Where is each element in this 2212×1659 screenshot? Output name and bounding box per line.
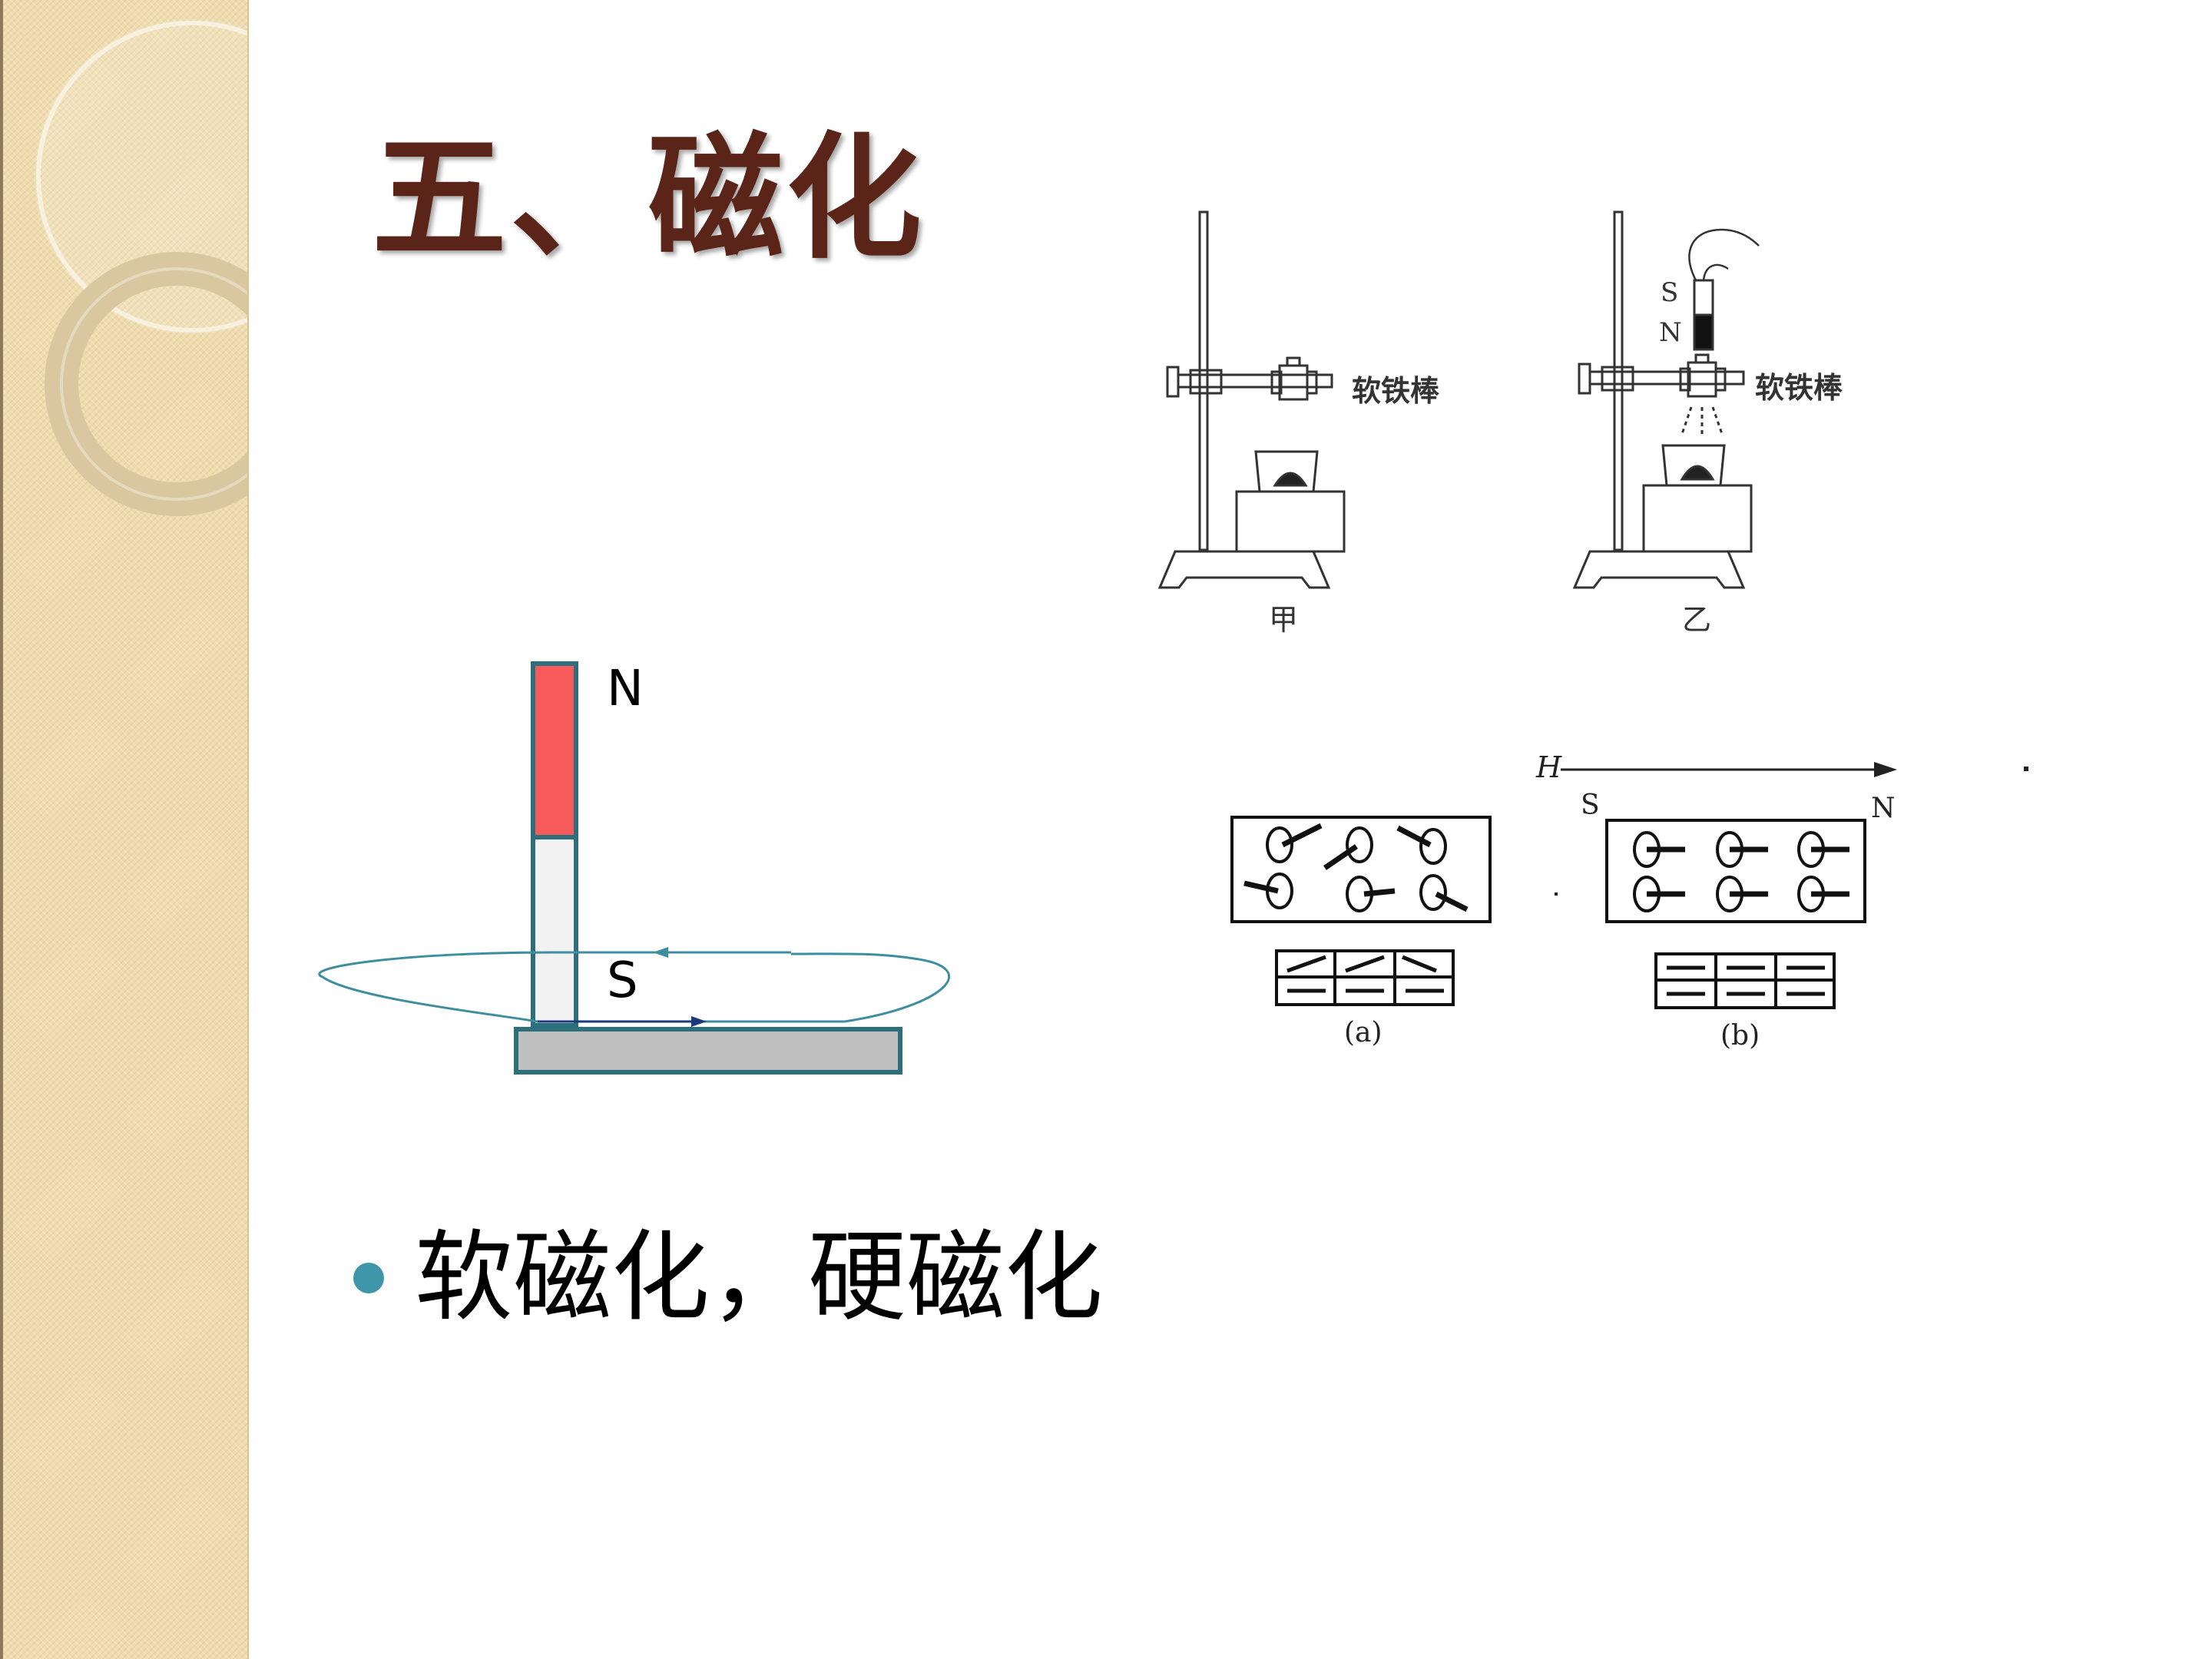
decorative-side-band xyxy=(0,0,249,1659)
magnet-s-label: S xyxy=(1661,277,1678,308)
domains-aligned xyxy=(1605,819,1866,1009)
decorative-rings xyxy=(35,19,247,516)
south-label: S xyxy=(607,952,638,1009)
bullet-dot xyxy=(353,1263,384,1293)
field-loop xyxy=(318,951,951,1023)
north-label: N xyxy=(607,661,644,717)
stand-left xyxy=(1157,210,1346,589)
caption-a: (a) xyxy=(1344,1017,1382,1048)
bullet-text: 软磁化，硬磁化 xyxy=(415,1220,1104,1335)
magnet-north-pole xyxy=(531,661,578,839)
rod-label-right: 软铁棒 xyxy=(1755,371,1843,405)
stand-right xyxy=(1572,210,1760,589)
caption-right: 乙 xyxy=(1682,603,1711,637)
magnetic-domain-figure: H S N (a) ( xyxy=(1230,750,2028,1051)
loop-arrow-top xyxy=(653,947,668,958)
caption-left: 甲 xyxy=(1269,603,1298,637)
field-h-label: H xyxy=(1535,750,1562,784)
soft-iron-stand-figure: 软铁棒 甲 S N 软铁棒 乙 xyxy=(1157,210,1843,637)
domains-unaligned xyxy=(1230,816,1492,1006)
pole-n-label: N xyxy=(1871,793,1896,824)
bar-magnet-figure: N S xyxy=(318,661,951,1075)
magnet-n-label: N xyxy=(1659,317,1682,348)
caption-b: (b) xyxy=(1720,1020,1760,1051)
iron-plate xyxy=(514,1027,902,1075)
page-title: 五、磁化 xyxy=(372,118,926,277)
magnet-south-pole xyxy=(531,835,578,1028)
rod-label-left: 软铁棒 xyxy=(1352,374,1440,408)
pole-s-label: S xyxy=(1581,790,1600,821)
band-edge-line xyxy=(0,0,3,1659)
bullet-item: 软磁化，硬磁化 xyxy=(353,1229,1103,1327)
